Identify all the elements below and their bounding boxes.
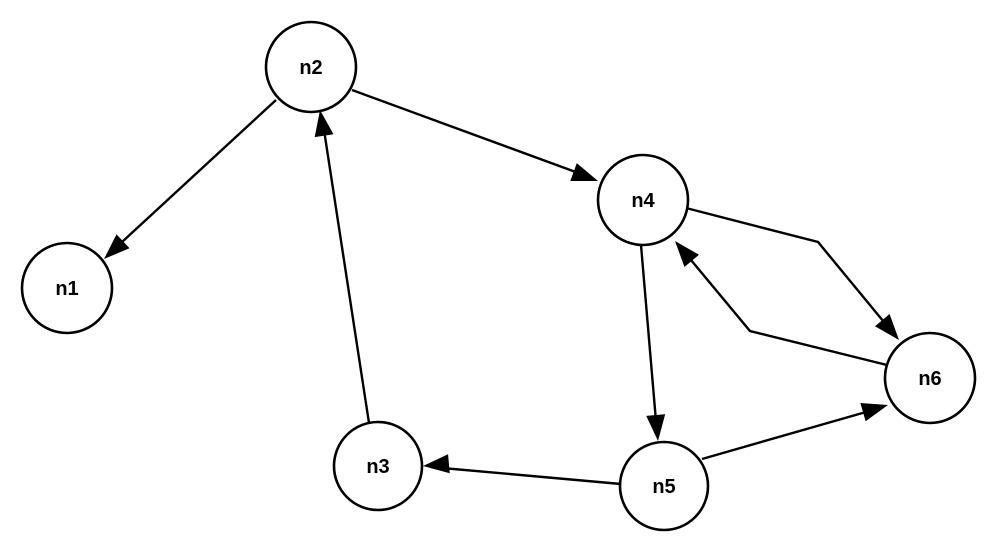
node-circle xyxy=(596,153,690,247)
arrow-head-icon xyxy=(104,234,130,259)
edge-n2-to-n1[interactable] xyxy=(104,99,277,259)
arrow-head-icon xyxy=(675,241,699,268)
edge-n5-to-n6[interactable] xyxy=(701,403,888,461)
edges-layer xyxy=(104,88,899,486)
arrow-head-icon xyxy=(314,110,334,138)
node-n3[interactable]: n3 xyxy=(332,420,424,512)
arrow-head-icon xyxy=(860,403,888,422)
node-label: n5 xyxy=(652,476,675,498)
edge-line xyxy=(639,244,659,434)
edge-line xyxy=(685,206,894,334)
node-n2[interactable]: n2 xyxy=(264,20,358,114)
edge-n6-to-n4[interactable] xyxy=(675,241,888,367)
edge-line xyxy=(680,247,888,367)
edge-n4-to-n5[interactable] xyxy=(639,244,666,441)
node-n4[interactable]: n4 xyxy=(596,153,690,247)
node-label: n1 xyxy=(55,278,78,300)
nodes-layer: n1 n2 n3 n4 n5 n6 xyxy=(20,20,977,532)
arrow-head-icon xyxy=(570,163,598,182)
edge-n4-to-n6[interactable] xyxy=(685,206,899,340)
edge-n3-to-n2[interactable] xyxy=(314,110,371,424)
edge-line xyxy=(701,406,881,461)
arrow-head-icon xyxy=(875,313,899,340)
node-circle xyxy=(332,420,424,512)
node-circle xyxy=(883,331,977,425)
node-n5[interactable]: n5 xyxy=(618,440,710,532)
edge-line xyxy=(430,465,622,486)
node-label: n6 xyxy=(918,368,941,390)
arrow-head-icon xyxy=(423,454,450,474)
node-circle xyxy=(264,20,358,114)
node-label: n3 xyxy=(366,456,389,478)
edge-line xyxy=(108,99,277,255)
arrow-head-icon xyxy=(646,414,666,441)
edge-line xyxy=(351,88,593,180)
edge-n2-to-n4[interactable] xyxy=(351,88,598,182)
node-n6[interactable]: n6 xyxy=(883,331,977,425)
node-label: n4 xyxy=(631,190,655,212)
node-label: n2 xyxy=(299,57,322,79)
node-circle xyxy=(618,440,710,532)
node-circle xyxy=(20,241,114,335)
node-n1[interactable]: n1 xyxy=(20,241,114,335)
edge-line xyxy=(320,116,371,424)
edge-n5-to-n3[interactable] xyxy=(423,454,622,486)
